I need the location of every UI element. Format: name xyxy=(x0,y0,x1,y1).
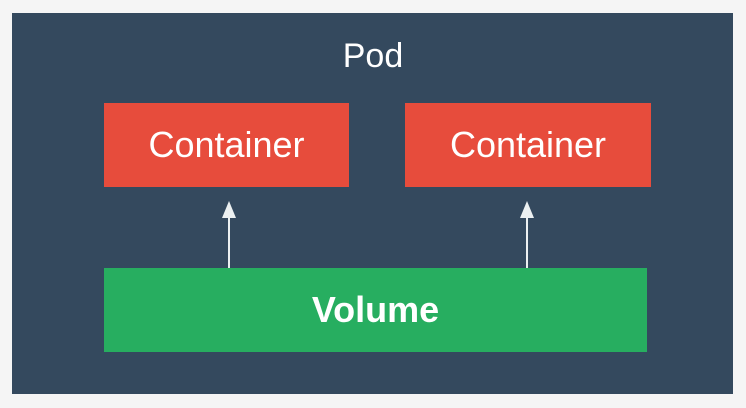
pod-label: Pod xyxy=(342,37,404,75)
volume-label: Volume xyxy=(311,289,440,330)
arrow-head-left xyxy=(222,201,236,218)
container-label-left: Container xyxy=(148,124,305,165)
arrow-head-right xyxy=(520,201,534,218)
container-label-right: Container xyxy=(449,124,607,165)
volume-box: Volume xyxy=(104,268,647,352)
container-box-left: Container xyxy=(104,103,349,187)
container-box-right: Container xyxy=(405,103,651,187)
